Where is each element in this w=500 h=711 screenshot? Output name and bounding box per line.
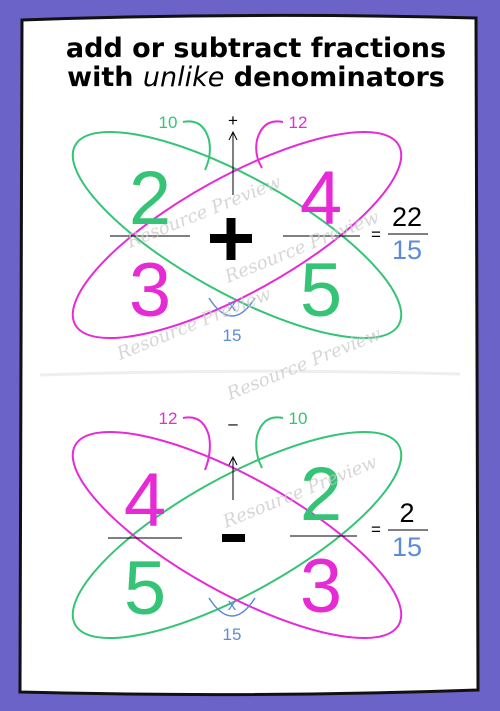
problem-addition: + 10 12 2 3 4 5 x 15 = 22 15 <box>71 111 428 345</box>
denominator-product: 15 <box>223 326 242 345</box>
cross-loop-magenta <box>71 130 403 340</box>
equals-sign: = <box>371 225 381 244</box>
left-numerator: 4 <box>124 458 166 543</box>
answer-denominator: 15 <box>392 235 422 265</box>
minus-operator-bar <box>222 534 245 542</box>
cross-connector-right <box>255 416 284 469</box>
left-denominator: 5 <box>124 546 166 631</box>
cross-product-left: 12 <box>159 409 178 428</box>
multiply-arc <box>208 297 256 317</box>
title-line-2-end: denominators <box>224 62 444 93</box>
cross-loop-magenta <box>71 430 403 640</box>
axis-arrow-icon <box>228 455 238 466</box>
multiply-symbol: x <box>228 595 237 614</box>
plus-operator-bar-v <box>226 218 236 260</box>
cross-connector-right <box>255 120 284 169</box>
title-line-1: add or subtract fractions <box>66 33 446 64</box>
cross-connector-left <box>182 120 211 171</box>
cross-product-right: 10 <box>289 409 308 428</box>
answer-denominator: 15 <box>392 532 422 562</box>
operator-top-label: – <box>228 414 238 433</box>
axis-arrow-icon <box>228 130 238 141</box>
answer-numerator: 22 <box>392 202 422 232</box>
title-line-2: with unlike denominators <box>67 62 445 93</box>
equals-sign: = <box>371 520 381 539</box>
right-numerator: 2 <box>300 452 342 537</box>
right-numerator: 4 <box>300 156 342 241</box>
right-denominator: 5 <box>300 248 342 333</box>
title-emphasis: unlike <box>143 62 224 93</box>
cross-loop-green <box>71 430 403 640</box>
paper-card <box>18 13 480 697</box>
cross-product-right: 12 <box>289 113 308 132</box>
multiply-symbol: x <box>228 296 237 315</box>
answer-numerator: 2 <box>399 498 414 528</box>
cross-product-left: 10 <box>159 113 178 132</box>
denominator-product: 15 <box>223 625 242 644</box>
cross-loop-green <box>71 130 403 340</box>
multiply-arc <box>208 597 256 617</box>
right-denominator: 3 <box>300 544 342 629</box>
operator-top-label: + <box>228 111 238 130</box>
title-line-2-start: with <box>67 62 143 93</box>
problem-subtraction: – 12 10 4 5 2 3 x 15 = 2 15 <box>71 409 428 644</box>
cross-connector-left <box>182 416 211 471</box>
left-numerator: 2 <box>129 156 171 241</box>
left-denominator: 3 <box>129 248 171 333</box>
section-divider <box>39 369 461 377</box>
